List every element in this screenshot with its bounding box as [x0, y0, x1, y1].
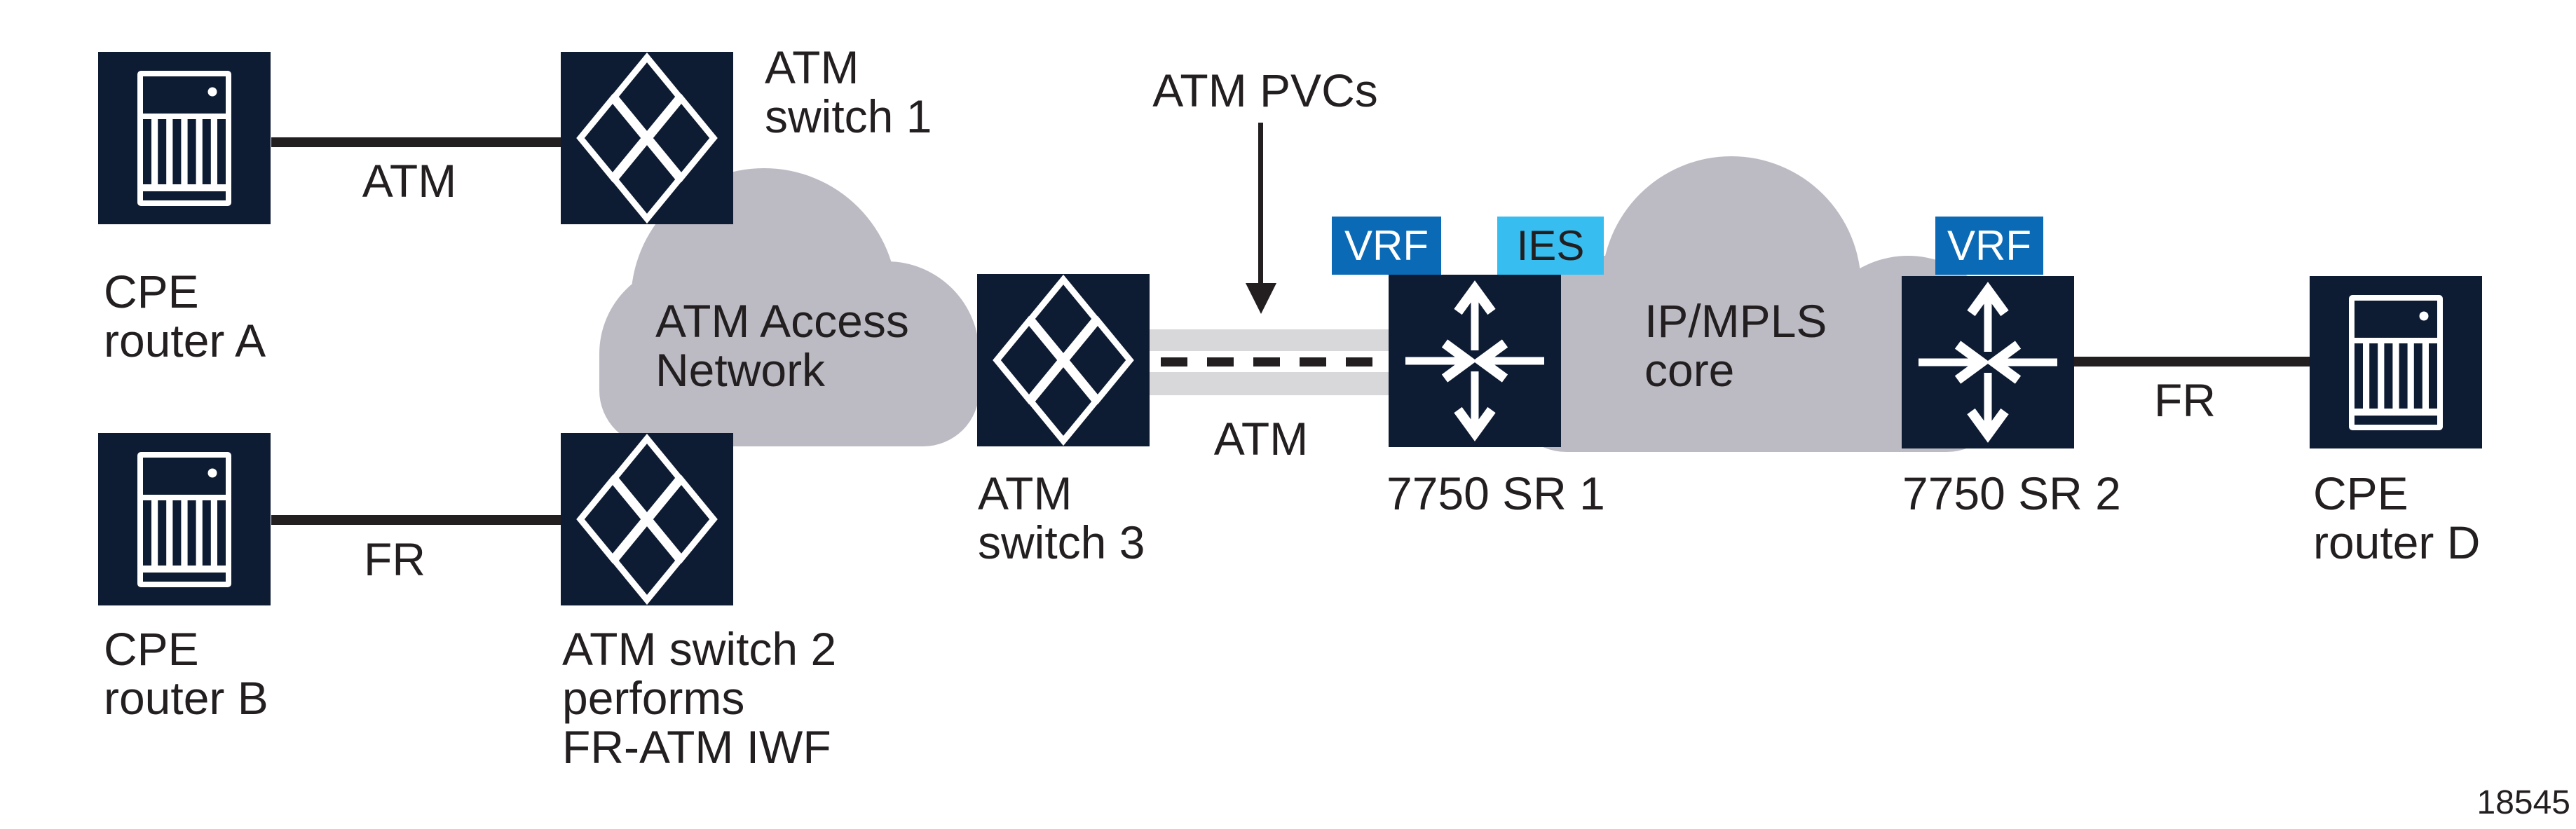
atm-switch-icon	[576, 433, 718, 605]
atm-pvcs-arrowhead-icon	[1246, 283, 1276, 314]
label-cpe-router-b: CPE router B	[104, 624, 268, 722]
label-link-atm: ATM	[318, 156, 500, 205]
label-line: ATM	[362, 155, 457, 207]
label-line: FR	[2154, 374, 2216, 426]
router-icon	[2349, 295, 2443, 430]
label-line: CPE	[104, 623, 199, 675]
label-line: FR-ATM IWF	[562, 721, 831, 773]
label-line: router D	[2313, 516, 2481, 568]
label-link-atm-pvc: ATM	[1170, 414, 1352, 463]
node-7750-sr-1	[1389, 275, 1561, 447]
label-line: IP/MPLS	[1644, 295, 1827, 347]
label-line: CPE	[2313, 467, 2408, 519]
label-cpe-router-d: CPE router D	[2313, 469, 2480, 567]
label-cpe-router-a: CPE router A	[104, 267, 266, 365]
figure-number-text: 18545	[2476, 784, 2570, 821]
label-atm-switch-1: ATM switch 1	[765, 43, 932, 141]
atm-pvcs-text: ATM PVCs	[1152, 64, 1378, 116]
badge-ies-sr1: IES	[1497, 217, 1604, 275]
node-cpe-router-a	[98, 52, 271, 224]
atm-pvcs-arrow-line	[1258, 123, 1263, 285]
label-line: core	[1644, 344, 1735, 396]
label-ip-mpls-core: IP/MPLS core	[1644, 296, 1827, 395]
label-7750-sr-1: 7750 SR 1	[1386, 469, 1605, 518]
atm-access-network-cloud	[599, 168, 981, 448]
label-line: CPE	[104, 266, 199, 317]
router-icon	[137, 71, 231, 206]
label-link-fr-left: FR	[304, 535, 486, 584]
pipe-dashed-line	[1161, 357, 1387, 366]
figure-number: 18545	[2360, 785, 2570, 821]
cloud-icon	[599, 168, 979, 446]
label-line: 7750 SR 1	[1386, 467, 1605, 519]
node-atm-switch-1	[561, 52, 733, 224]
router-icon	[137, 452, 231, 587]
label-line: 7750 SR 2	[1902, 467, 2121, 519]
badge-vrf-sr2: VRF	[1935, 217, 2043, 275]
node-atm-switch-3	[977, 274, 1150, 446]
atm-switch-icon	[993, 274, 1134, 446]
label-line: performs	[562, 672, 745, 724]
label-link-fr-right: FR	[2094, 376, 2276, 425]
link-sr2-to-cpe-d	[2074, 357, 2310, 366]
node-cpe-router-b	[98, 433, 271, 605]
badge-vrf-sr1: VRF	[1332, 217, 1441, 275]
label-line: Network	[655, 344, 826, 396]
badge-text: VRF	[1344, 222, 1429, 269]
label-line: FR	[364, 533, 425, 585]
label-line: ATM Access	[655, 295, 909, 347]
label-atm-switch-3: ATM switch 3	[978, 469, 1145, 567]
badge-text: VRF	[1947, 222, 2031, 269]
label-line: ATM switch 2	[562, 623, 837, 675]
link-cpe-b-to-switch2	[271, 515, 561, 525]
label-line: ATM	[978, 467, 1072, 519]
badge-text: IES	[1516, 222, 1585, 269]
node-atm-switch-2	[561, 433, 733, 605]
label-7750-sr-2: 7750 SR 2	[1902, 469, 2121, 518]
atm-pvc-pipe-link	[1150, 329, 1389, 395]
service-router-icon	[1919, 282, 2057, 443]
label-line: switch 1	[765, 90, 932, 142]
label-line: ATM	[765, 41, 859, 93]
atm-switch-icon	[576, 52, 718, 224]
atm-pvcs-annotation: ATM PVCs	[1143, 66, 1388, 115]
label-atm-access-network: ATM Access Network	[655, 296, 909, 395]
node-7750-sr-2	[1902, 276, 2074, 448]
label-line: router B	[104, 672, 268, 724]
node-cpe-router-d	[2310, 276, 2482, 448]
service-router-icon	[1405, 280, 1544, 441]
link-cpe-a-to-switch1	[271, 137, 561, 147]
label-line: ATM	[1213, 413, 1309, 465]
label-line: switch 3	[978, 516, 1145, 568]
label-atm-switch-2: ATM switch 2 performs FR-ATM IWF	[562, 624, 836, 772]
label-line: router A	[104, 315, 266, 366]
